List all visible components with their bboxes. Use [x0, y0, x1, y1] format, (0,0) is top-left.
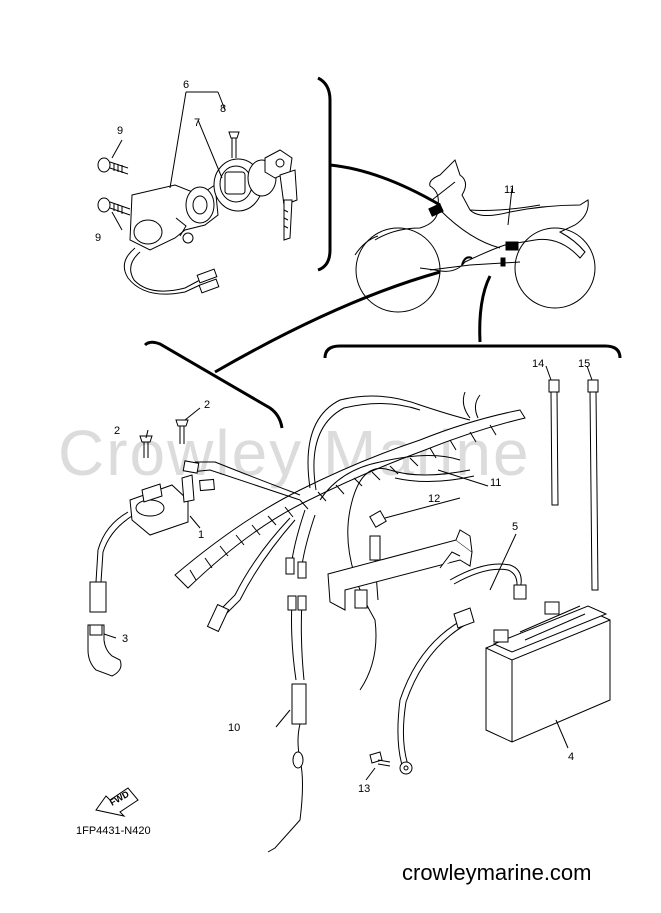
callout-2-left: 2: [114, 425, 120, 437]
inset-bracket-ignition: [317, 76, 441, 272]
bolt-2-right: [175, 419, 189, 444]
cable-tie-15: [587, 379, 599, 591]
callout-9-upper: 9: [117, 125, 123, 137]
bolt-2-left: [139, 435, 153, 458]
callout-12: 12: [428, 493, 440, 505]
bracket-lower-left: [143, 340, 284, 429]
callout-3: 3: [122, 633, 128, 645]
site-footer: crowleymarine.com: [402, 860, 592, 885]
bolt-9-upper: [97, 157, 129, 175]
fuse-12: [369, 510, 387, 528]
callout-2-right: 2: [204, 399, 210, 411]
callout-6: 6: [183, 79, 189, 91]
bolt-9-lower: [97, 197, 131, 216]
leader-line-right: [478, 275, 492, 343]
battery: [485, 601, 611, 743]
screw-8: [228, 131, 240, 158]
wire-harness: [174, 391, 526, 691]
callout-15: 15: [578, 358, 590, 370]
battery-cable: [449, 563, 527, 600]
fwd-arrow: FWD: [95, 787, 139, 817]
leader-line-left: [214, 270, 441, 374]
part-code: 1FP4431-N420: [76, 825, 151, 837]
ground-cable: [369, 607, 475, 775]
callout-1: 1: [198, 529, 204, 541]
battery-bracket: [327, 529, 473, 611]
callout-7: 7: [194, 117, 200, 129]
main-switch-assembly: [97, 91, 298, 295]
ignition-coil: [95, 474, 195, 583]
leader-lines: [103, 365, 593, 781]
callout-11-top: 11: [504, 184, 515, 196]
key: [264, 149, 298, 241]
callout-10: 10: [228, 722, 240, 734]
bracket-lower-right: [323, 344, 622, 359]
scooter-silhouette: [354, 159, 596, 313]
callout-5: 5: [512, 521, 518, 533]
lead-wire-sensor: [267, 595, 307, 853]
callout-11-lower: 11: [490, 477, 501, 489]
callout-9-lower: 9: [95, 232, 101, 244]
callout-14: 14: [532, 358, 544, 370]
callout-8: 8: [220, 103, 226, 115]
cable-tie-14: [548, 379, 560, 506]
spark-plug-cap: [87, 581, 122, 677]
callout-13: 13: [358, 783, 370, 795]
callout-4: 4: [568, 751, 574, 763]
